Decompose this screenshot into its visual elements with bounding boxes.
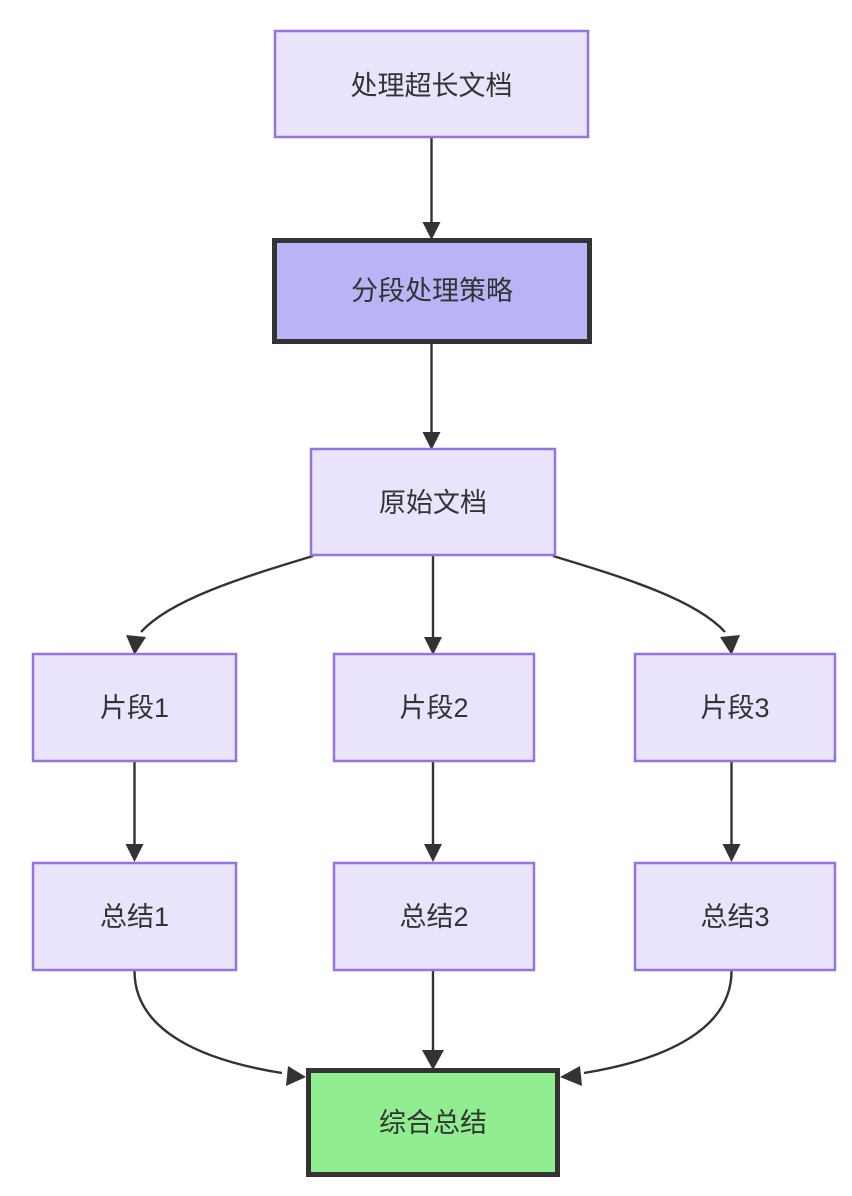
node-box[interactable]: [306, 1068, 560, 1177]
edge-line: [583, 970, 733, 1075]
edge-n3-n6: [552, 554, 740, 655]
arrowhead-icon: [422, 1050, 444, 1070]
edge-n1-n2: [422, 137, 441, 240]
arrowhead-icon: [125, 844, 144, 862]
node-comprehensive-summary[interactable]: 综合总结: [306, 1068, 560, 1177]
edge-n9-n10: [560, 970, 733, 1086]
node-box[interactable]: [31, 652, 238, 763]
arrowhead-icon: [424, 844, 442, 862]
node-box[interactable]: [633, 652, 837, 763]
node-box[interactable]: [309, 447, 557, 557]
edge-n7-n10: [133, 970, 306, 1086]
node-label: 处理超长文档: [351, 71, 513, 101]
node-box[interactable]: [273, 29, 590, 139]
node-label: 片段1: [100, 693, 169, 723]
node-summary-2[interactable]: 总结2: [332, 861, 536, 972]
edge-n6-n9: [722, 762, 741, 862]
node-fragment-1[interactable]: 片段1: [31, 652, 238, 763]
edge-n3-n5: [424, 556, 442, 655]
node-layer: 处理超长文档 分段处理策略 原始文档 片段1 片段2 片段3 总结1: [31, 29, 837, 1177]
edge-n3-n4: [126, 554, 314, 655]
node-box[interactable]: [633, 861, 837, 972]
node-box[interactable]: [332, 652, 536, 763]
arrowhead-icon: [560, 1066, 582, 1086]
arrowhead-icon: [720, 635, 740, 655]
node-box[interactable]: [272, 238, 592, 344]
node-handle-long-document[interactable]: 处理超长文档: [273, 29, 590, 139]
node-summary-1[interactable]: 总结1: [31, 861, 238, 972]
node-label: 片段3: [700, 693, 769, 723]
node-label: 总结3: [700, 902, 769, 932]
node-chunking-strategy[interactable]: 分段处理策略: [272, 238, 592, 344]
arrowhead-icon: [722, 844, 741, 862]
node-fragment-3[interactable]: 片段3: [633, 652, 837, 763]
edge-n8-n10: [422, 971, 444, 1070]
edge-line: [133, 970, 283, 1075]
node-label: 总结2: [399, 902, 468, 932]
node-box[interactable]: [332, 861, 536, 972]
node-label: 原始文档: [379, 488, 487, 518]
node-fragment-2[interactable]: 片段2: [332, 652, 536, 763]
node-label: 分段处理策略: [351, 276, 513, 306]
edge-n4-n7: [125, 762, 144, 862]
arrowhead-icon: [286, 1066, 306, 1086]
arrowhead-icon: [424, 637, 442, 655]
node-original-document[interactable]: 原始文档: [309, 447, 557, 557]
arrowhead-icon: [126, 635, 146, 655]
edge-n2-n3: [422, 344, 441, 450]
node-label: 总结1: [100, 902, 169, 932]
edge-n5-n8: [424, 762, 442, 862]
node-summary-3[interactable]: 总结3: [633, 861, 837, 972]
node-label: 综合总结: [379, 1108, 487, 1138]
arrowhead-icon: [422, 222, 441, 240]
edge-line: [552, 554, 726, 633]
edge-line: [140, 554, 314, 633]
arrowhead-icon: [422, 432, 441, 450]
node-label: 片段2: [399, 693, 468, 723]
edge-layer: [125, 137, 741, 1086]
node-box[interactable]: [31, 861, 238, 972]
